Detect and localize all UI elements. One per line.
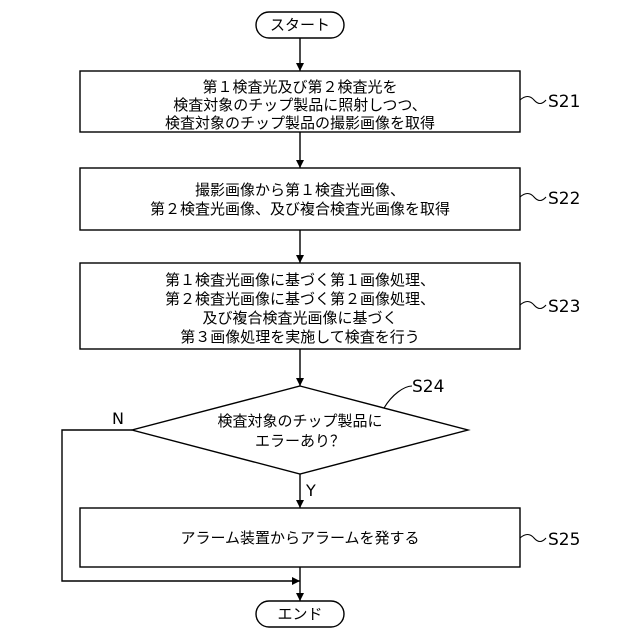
s22-step-label: S22: [548, 189, 580, 209]
s21-step-label: S21: [548, 92, 580, 112]
s21-leader: [520, 97, 546, 104]
process-s25: アラーム装置からアラームを発する: [80, 508, 520, 567]
s21-line-3: 検査対象のチップ製品の撮影画像を取得: [165, 114, 435, 132]
s25-line-1: アラーム装置からアラームを発する: [180, 529, 419, 547]
s24-line-2: エラーあり？: [255, 432, 345, 450]
s24-step-label: S24: [412, 377, 444, 397]
s24-line-1: 検査対象のチップ製品に: [217, 412, 382, 430]
s21-line-1: 第１検査光及び第２検査光を: [202, 78, 397, 96]
s23-line-4: 第３画像処理を実施して検査を行う: [180, 328, 420, 346]
s21-line-2: 検査対象のチップ製品に照射しつつ、: [173, 96, 427, 114]
s22-line-2: 第２検査光画像、及び複合検査光画像を取得: [150, 200, 450, 218]
s25-leader: [520, 535, 546, 542]
s25-step-label: S25: [548, 530, 580, 550]
yes-branch-label: Y: [305, 481, 316, 500]
decision-s24: 検査対象のチップ製品に エラーあり？: [132, 386, 468, 474]
s23-line-3: 及び複合検査光画像に基づく: [202, 309, 397, 327]
s23-step-label: S23: [548, 297, 580, 317]
process-s22: 撮影画像から第１検査光画像、 第２検査光画像、及び複合検査光画像を取得: [80, 168, 520, 230]
s23-line-1: 第１検査光画像に基づく第１画像処理、: [165, 271, 435, 289]
s23-line-2: 第２検査光画像に基づく第２画像処理、: [165, 290, 435, 308]
end-terminal: エンド: [256, 601, 344, 627]
start-terminal: スタート: [256, 12, 344, 38]
end-label: エンド: [277, 605, 322, 623]
process-s21: 第１検査光及び第２検査光を 検査対象のチップ製品に照射しつつ、 検査対象のチップ…: [80, 71, 520, 132]
s22-line-1: 撮影画像から第１検査光画像、: [195, 181, 405, 199]
no-branch-label: N: [112, 409, 124, 428]
start-label: スタート: [270, 16, 330, 34]
s24-leader: [384, 386, 412, 408]
process-s23: 第１検査光画像に基づく第１画像処理、 第２検査光画像に基づく第２画像処理、 及び…: [80, 263, 520, 349]
s22-leader: [520, 194, 546, 201]
s23-leader: [520, 302, 546, 309]
